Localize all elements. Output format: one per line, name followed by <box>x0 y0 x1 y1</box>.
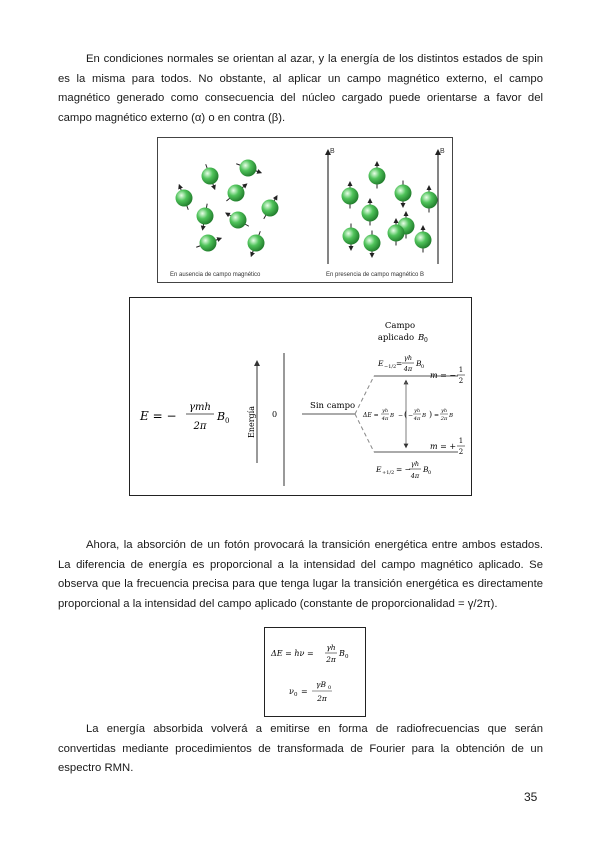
energy-formula-num: γmh <box>189 402 211 413</box>
svg-text:0: 0 <box>424 337 428 344</box>
delta-e-expression: ΔE = <box>362 412 379 419</box>
svg-text:γh: γh <box>382 408 388 414</box>
svg-text:1: 1 <box>459 366 463 374</box>
spin-aligned-1 <box>368 161 386 189</box>
svg-text:0: 0 <box>345 654 349 660</box>
applied-field-line2: aplicado <box>378 333 414 343</box>
svg-text:2: 2 <box>459 377 463 385</box>
svg-text:B: B <box>422 465 429 474</box>
svg-text:2π: 2π <box>325 655 337 664</box>
svg-text:B: B <box>338 649 345 658</box>
svg-text:4π: 4π <box>403 365 413 373</box>
spin-aligned-8 <box>387 218 405 246</box>
spin-random-8 <box>196 234 223 252</box>
svg-text:1: 1 <box>459 437 463 445</box>
svg-text:+1/2: +1/2 <box>382 470 394 476</box>
spin-random-1 <box>201 164 219 191</box>
equation2-lhs: ν <box>289 687 294 696</box>
svg-text:0: 0 <box>328 685 331 691</box>
svg-text:B: B <box>421 413 426 419</box>
spin-random-2 <box>175 183 193 210</box>
spin-aligned-5 <box>361 198 379 226</box>
page-number: 35 <box>524 790 538 804</box>
svg-text:γh: γh <box>411 460 419 468</box>
energy-axis-label: Energía <box>247 406 256 438</box>
caption-with-field: En presencia de campo magnético B <box>326 272 424 278</box>
svg-text:2: 2 <box>459 448 463 456</box>
no-field-label: Sin campo <box>310 401 355 411</box>
spin-aligned-2 <box>341 181 359 209</box>
svg-text:−1/2: −1/2 <box>384 364 396 370</box>
svg-text:γh: γh <box>326 643 335 652</box>
figure-energy-levels: E = − γmh 2π B 0 Energía 0 Sin campo Cam… <box>129 297 472 496</box>
spin-random-4 <box>236 159 263 177</box>
zero-label: 0 <box>272 410 277 419</box>
energy-formula-lhs: E = − <box>139 409 177 423</box>
svg-text:4π: 4π <box>381 416 389 422</box>
spin-random-3 <box>226 183 248 202</box>
svg-text:): ) <box>429 410 432 419</box>
svg-text:B: B <box>389 413 394 419</box>
energy-diagram: E = − γmh 2π B 0 Energía 0 Sin campo Cam… <box>139 321 465 486</box>
figure-spin-orientation: B B En ausencia de campo magnético En pr… <box>157 137 453 283</box>
spin-diagram: B B En ausencia de campo magnético En pr… <box>170 148 445 278</box>
paragraph-intro: En condiciones normales se orientan al a… <box>58 53 543 124</box>
caption-no-field: En ausencia de campo magnético <box>170 272 261 278</box>
svg-text:0: 0 <box>421 364 424 370</box>
spins-aligned <box>341 161 438 258</box>
spin-aligned-7 <box>342 223 360 251</box>
equations-box: ΔE = hν = γh 2π B 0 ν 0 = γB 0 2π <box>270 643 349 703</box>
spin-aligned-9 <box>414 225 432 253</box>
figure-resonance-equations: ΔE = hν = γh 2π B 0 ν 0 = γB 0 2π <box>264 627 366 717</box>
spin-random-9 <box>247 231 265 258</box>
spin-aligned-4 <box>420 185 438 213</box>
svg-text:=: = <box>301 687 308 696</box>
svg-text:γh: γh <box>441 408 447 414</box>
svg-text:B: B <box>415 359 422 368</box>
paragraph-emission: La energía absorbida volverá a emitirse … <box>58 723 543 774</box>
svg-text:= −: = − <box>396 465 411 474</box>
spin-random-7 <box>261 195 279 220</box>
m-upper: m = − <box>430 371 456 380</box>
m-lower: m = + <box>430 442 456 451</box>
svg-text:2π: 2π <box>440 416 448 422</box>
svg-text:−: − <box>408 412 413 419</box>
svg-text:γh: γh <box>404 354 412 362</box>
svg-text:B: B <box>417 333 424 343</box>
svg-text:=: = <box>396 359 402 368</box>
svg-text:4π: 4π <box>413 416 421 422</box>
svg-text:B: B <box>448 413 453 419</box>
svg-text:E: E <box>377 359 384 368</box>
energy-formula-b0: B <box>216 410 225 423</box>
field-label-left: B <box>330 148 335 155</box>
svg-text:0: 0 <box>428 470 431 476</box>
svg-text:γh: γh <box>414 408 420 414</box>
field-label-right: B <box>440 148 445 155</box>
svg-text:4π: 4π <box>410 472 420 480</box>
svg-text:E: E <box>375 465 382 474</box>
spins-random <box>175 159 279 258</box>
svg-text:=: = <box>434 412 439 419</box>
energy-formula-den: 2π <box>193 421 207 432</box>
equation1-lhs: ΔE = hν = <box>270 649 314 658</box>
spin-aligned-3 <box>394 180 412 208</box>
spin-aligned-10 <box>363 230 381 258</box>
svg-text:γB: γB <box>316 680 326 689</box>
svg-text:(: ( <box>404 410 407 419</box>
spin-random-5 <box>196 203 214 231</box>
applied-field-line1: Campo <box>385 321 415 331</box>
paragraph-absorption: Ahora, la absorción de un fotón provocar… <box>58 539 543 610</box>
svg-text:0: 0 <box>225 417 229 425</box>
spin-random-6 <box>225 211 250 229</box>
svg-text:0: 0 <box>294 692 298 698</box>
svg-text:2π: 2π <box>316 694 328 703</box>
svg-text:−: − <box>398 412 403 419</box>
